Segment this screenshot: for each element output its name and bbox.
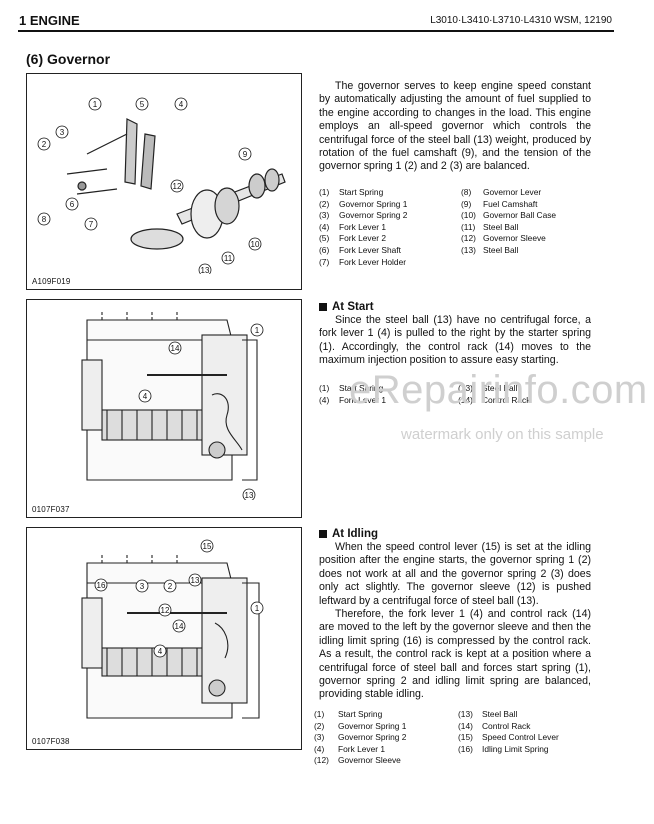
figure-code: 0107F038 <box>32 737 70 746</box>
callout-13: 13 <box>201 266 210 274</box>
legend-row: (16)Idling Limit Spring <box>458 743 549 754</box>
callout-5: 5 <box>140 100 145 109</box>
callout-2: 2 <box>42 140 47 149</box>
legend-row: (13)Steel Ball <box>461 244 519 255</box>
square-bullet-icon <box>319 303 327 311</box>
callout-4: 4 <box>143 392 148 401</box>
legend-row: (4)Fork Lever 1 <box>319 394 387 405</box>
callout-4: 4 <box>179 100 184 109</box>
legend-row: (2)Governor Spring 1 <box>314 720 407 731</box>
legend-row: (4)Fork Lever 1 <box>314 743 386 754</box>
figure-governor-exploded: 1 5 4 3 2 6 7 8 9 12 10 11 13 A109F019 <box>26 73 302 290</box>
legend-row: (1)Start Spring <box>319 187 384 197</box>
governor-exploded-drawing: 1 5 4 3 2 6 7 8 9 12 10 11 13 <box>37 97 286 277</box>
legend-at-start-right: (13)Steel Ball (14)Control Rack <box>458 383 588 406</box>
figure-code: 0107F037 <box>32 505 70 514</box>
legend-at-idling-left: (1)Start Spring (2)Governor Spring 1 (3)… <box>314 709 459 767</box>
section-title: (6) Governor <box>26 51 111 67</box>
legend-row: (6)Fork Lever Shaft <box>319 244 401 255</box>
figure-code: A109F019 <box>32 277 71 286</box>
legend-row: (15)Speed Control Lever <box>458 732 559 743</box>
callout-3: 3 <box>140 582 145 591</box>
callout-1: 1 <box>93 100 98 109</box>
callout-16: 16 <box>97 581 106 590</box>
legend-row: (1)Start Spring <box>314 709 383 719</box>
callout-3: 3 <box>60 128 65 137</box>
legend-row: (8)Governor Lever <box>461 187 542 197</box>
callout-14: 14 <box>175 622 184 631</box>
callout-12: 12 <box>161 606 170 615</box>
callout-10: 10 <box>251 240 260 249</box>
legend-row: (12)Governor Sleeve <box>461 233 546 244</box>
callout-12: 12 <box>173 182 182 191</box>
callout-13: 13 <box>245 491 254 500</box>
callout-6: 6 <box>70 200 75 209</box>
at-idling-paragraph: When the speed control lever (15) is set… <box>319 541 591 701</box>
legend-governor-right: (8)Governor Lever (9)Fuel Camshaft (10)G… <box>461 187 591 257</box>
at-start-heading: At Start <box>319 301 374 313</box>
legend-row: (11)Steel Ball <box>461 221 519 232</box>
legend-row: (14)Control Rack <box>458 394 531 405</box>
figure-at-start: 1 14 4 13 0107F037 <box>26 299 302 518</box>
callout-markers: 1 5 4 3 2 6 7 8 9 12 10 11 13 <box>37 97 262 277</box>
square-bullet-icon <box>319 530 327 538</box>
legend-row: (10)Governor Ball Case <box>461 210 557 221</box>
watermark-brand: eRepairinfo.com <box>349 368 648 412</box>
legend-row: (2)Governor Spring 1 <box>319 198 408 209</box>
at-start-pump-drawing: 1 14 4 13 <box>81 310 264 502</box>
callout-7: 7 <box>89 220 94 229</box>
callout-8: 8 <box>42 215 47 224</box>
callout-15: 15 <box>203 542 212 551</box>
legend-row: (13)Steel Ball <box>458 709 518 719</box>
at-idling-pump-drawing: 15 16 13 3 2 12 14 1 4 <box>81 539 264 719</box>
legend-row: (3)Governor Spring 2 <box>319 210 408 221</box>
callout-14: 14 <box>171 344 180 353</box>
callout-4: 4 <box>158 647 163 656</box>
page-section-header: 1 ENGINE <box>19 13 80 28</box>
legend-row: (14)Control Rack <box>458 720 531 731</box>
at-idling-heading: At Idling <box>319 528 378 540</box>
legend-row: (5)Fork Lever 2 <box>319 233 387 244</box>
callout-9: 9 <box>243 150 248 159</box>
watermark-notice: watermark only on this sample <box>401 426 604 443</box>
legend-row: (7)Fork Lever Holder <box>319 256 407 267</box>
legend-at-idling-right: (13)Steel Ball (14)Control Rack (15)Spee… <box>458 709 593 755</box>
callout-13: 13 <box>191 576 200 585</box>
callout-11: 11 <box>224 254 233 263</box>
callout-1: 1 <box>255 326 260 335</box>
header-rule <box>18 30 614 32</box>
callout-1: 1 <box>255 604 260 613</box>
at-start-paragraph: Since the steel ball (13) have no centri… <box>319 314 591 367</box>
legend-governor-left: (1)Start Spring (2)Governor Spring 1 (3)… <box>319 187 459 268</box>
figure-at-idling: 15 16 13 3 2 12 14 1 4 0107F038 <box>26 527 302 750</box>
callout-2: 2 <box>168 582 173 591</box>
legend-at-start-left: (1)Start Spring (4)Fork Lever 1 <box>319 383 459 406</box>
legend-row: (12)Governor Sleeve <box>314 755 401 766</box>
intro-paragraph: The governor serves to keep engine speed… <box>319 80 591 173</box>
legend-row: (3)Governor Spring 2 <box>314 732 407 743</box>
legend-row: (1)Start Spring <box>319 383 384 393</box>
legend-row: (13)Steel Ball <box>458 383 518 393</box>
model-numbers: L3010·L3410·L3710·L4310 WSM, 12190 <box>430 15 612 26</box>
legend-row: (4)Fork Lever 1 <box>319 221 387 232</box>
legend-row: (9)Fuel Camshaft <box>461 198 538 209</box>
